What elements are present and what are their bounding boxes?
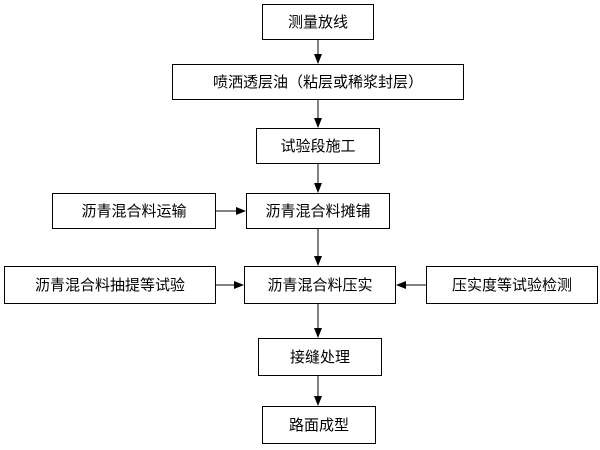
node-sampling-test-label: 沥青混合料抽提等试验 xyxy=(34,275,185,294)
node-density-test-label: 压实度等试验检测 xyxy=(451,275,572,294)
node-joint-treatment-label: 接缝处理 xyxy=(289,347,350,366)
node-paving: 沥青混合料摊铺 xyxy=(246,193,390,229)
node-paving-label: 沥青混合料摊铺 xyxy=(265,201,371,220)
node-trial-section: 试验段施工 xyxy=(256,128,380,164)
node-compaction: 沥青混合料压实 xyxy=(244,266,396,304)
node-sampling-test: 沥青混合料抽提等试验 xyxy=(4,266,216,304)
node-road-forming-label: 路面成型 xyxy=(288,415,349,434)
node-joint-treatment: 接缝处理 xyxy=(258,338,382,376)
node-trial-section-label: 试验段施工 xyxy=(280,136,356,155)
node-survey: 测量放线 xyxy=(262,4,374,40)
node-compaction-label: 沥青混合料压实 xyxy=(267,275,373,294)
node-road-forming: 路面成型 xyxy=(262,406,376,444)
node-transport: 沥青混合料运输 xyxy=(52,193,216,229)
node-prime-coat-label: 喷洒透层油（粘层或稀浆封层） xyxy=(212,72,423,91)
node-transport-label: 沥青混合料运输 xyxy=(81,201,187,220)
node-survey-label: 测量放线 xyxy=(287,12,348,31)
node-density-test: 压实度等试验检测 xyxy=(426,266,598,304)
node-prime-coat: 喷洒透层油（粘层或稀浆封层） xyxy=(172,64,464,100)
